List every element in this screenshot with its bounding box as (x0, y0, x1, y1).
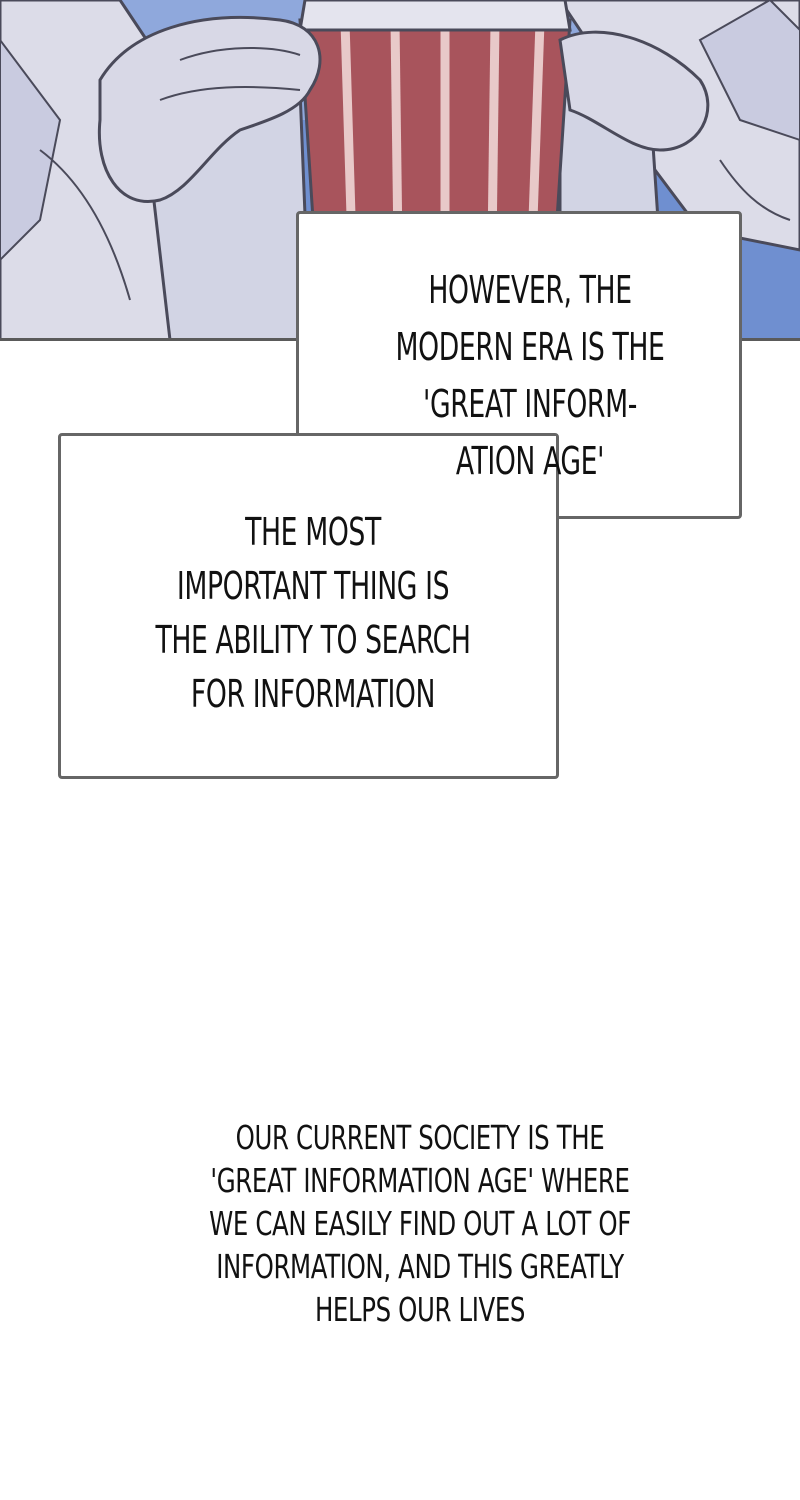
narration-text: OUR CURRENT SOCIETY IS THE 'GREAT INFORM… (209, 1118, 631, 1329)
comic-panel-illustration (0, 0, 800, 340)
caption-text-search-ability: THE MOST IMPORTANT THING IS THE ABILITY … (155, 510, 471, 716)
hands-holding-cup-icon (0, 0, 800, 340)
caption-text-modern-era: HOWEVER, THE MODERN ERA IS THE 'GREAT IN… (395, 268, 665, 483)
caption-seam (299, 436, 556, 516)
